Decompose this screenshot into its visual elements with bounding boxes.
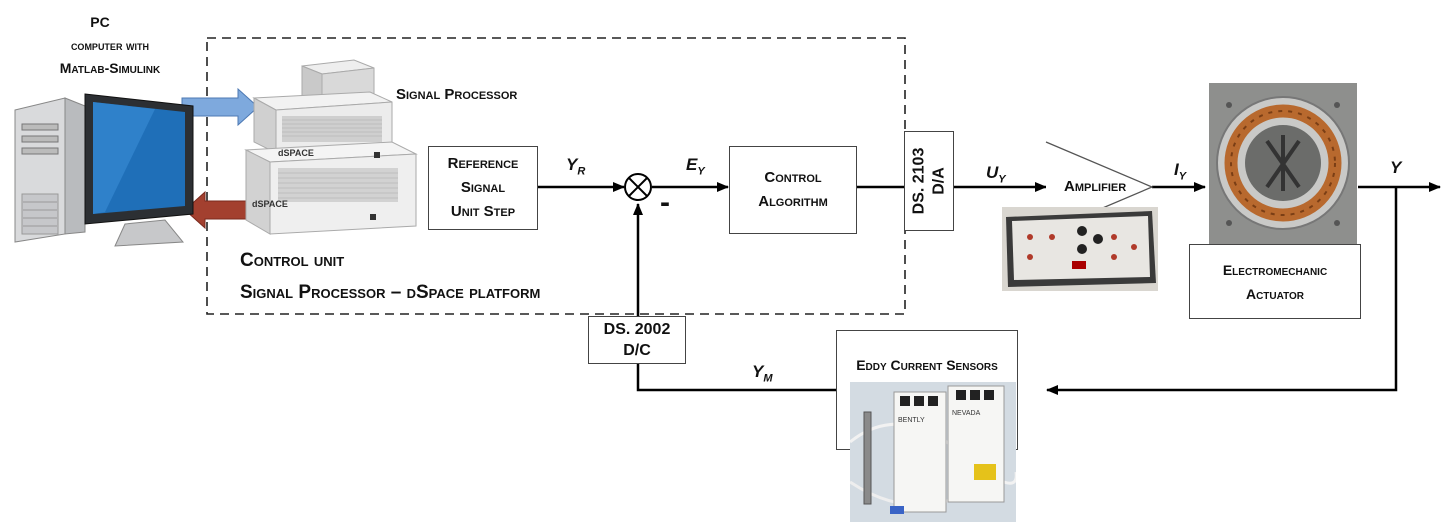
- pc-line-1: computer with: [70, 38, 150, 53]
- signal-yr-label: YR: [566, 155, 585, 177]
- signal-ey-sub: Y: [697, 165, 705, 178]
- control-algorithm-block: Control Algorithm: [729, 146, 857, 234]
- signal-y-label: Y: [1390, 158, 1401, 178]
- eddy-current-sensors-image: [849, 382, 1018, 522]
- signal-uy-sub: Y: [998, 173, 1006, 186]
- control-algorithm-line-1: Control: [764, 169, 822, 186]
- dspace-logo-lower: dSPACE: [252, 199, 288, 209]
- signal-uy-label: UY: [986, 163, 1006, 185]
- signal-ym-main: Y: [752, 362, 764, 381]
- signal-y-main: Y: [1390, 158, 1402, 177]
- signal-iy-sub: Y: [1178, 170, 1187, 183]
- signal-yr-sub: R: [577, 165, 586, 178]
- sensor-brand-label-2: NEVADA: [952, 410, 981, 417]
- pc-computer-image: [5, 84, 195, 249]
- dc-converter-line-2: D/C: [623, 342, 651, 359]
- amplifier-label: Amplifier: [1064, 178, 1127, 195]
- control-algorithm-line-2: Algorithm: [758, 193, 828, 210]
- da-converter-line-2: D/A: [930, 167, 947, 195]
- signal-ey-label: EY: [686, 155, 705, 177]
- signal-yr-main: Y: [566, 155, 578, 174]
- signal-processor-label: Signal Processor: [396, 86, 518, 103]
- dc-converter-block: DS. 2002 D/C: [588, 316, 686, 364]
- da-converter-block: DS. 2103 D/A: [904, 131, 954, 231]
- dspace-hardware-image: [242, 58, 422, 238]
- sensor-brand-label-1: BENTLY: [898, 417, 925, 424]
- signal-ym-label: YM: [752, 362, 773, 384]
- reference-line-1: Reference: [447, 155, 519, 172]
- reference-signal-block: Reference Signal Unit Step: [428, 146, 538, 230]
- actuator-line-2: Actuator: [1245, 285, 1305, 302]
- actuator-line-1: Electromechanic: [1222, 261, 1328, 278]
- amplifier-device-image: [1002, 207, 1158, 291]
- signal-ey-main: E: [686, 155, 698, 174]
- actuator-block: Electromechanic Actuator: [1189, 244, 1361, 319]
- signal-iy-main: I: [1174, 160, 1179, 179]
- da-converter-line-1: DS. 2103: [910, 147, 927, 215]
- dc-converter-line-1: DS. 2002: [603, 321, 671, 338]
- control-unit-line-2: Signal Processor – dSpace platform: [240, 282, 541, 303]
- signal-ym-sub: M: [763, 372, 773, 385]
- control-unit-boundary: [206, 37, 906, 315]
- signal-iy-label: IY: [1174, 160, 1186, 182]
- reference-line-3: Unit Step: [450, 203, 516, 220]
- dspace-to-pc-arrow: [184, 190, 250, 230]
- pc-line-2: Matlab-Simulink: [59, 60, 161, 76]
- actuator-image: [1209, 83, 1357, 246]
- summing-junction: [624, 173, 652, 201]
- summing-minus-sign: -: [660, 186, 670, 219]
- feedback-wire-right: [1046, 187, 1398, 395]
- signal-uy-main: U: [986, 163, 999, 182]
- control-unit-line-1: Control unit: [240, 250, 345, 271]
- ym-wire: [636, 363, 836, 392]
- pc-title: PC: [90, 14, 110, 30]
- sensors-label: Eddy Current Sensors: [856, 357, 998, 373]
- dspace-logo-upper: dSPACE: [278, 148, 314, 158]
- reference-line-2: Signal: [460, 179, 506, 196]
